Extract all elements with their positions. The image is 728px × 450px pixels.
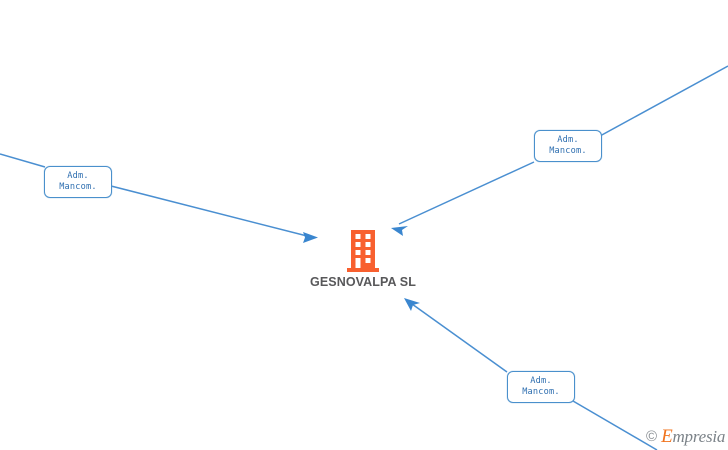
admin-role-line1: Adm. [530,375,552,386]
brand-name: Empresia [661,427,725,446]
brand-rest: mpresia [672,427,726,446]
admin-node-bottom-right[interactable]: Adm. Mancom. [507,371,575,403]
edge-bottom-right-offscreen [572,400,658,450]
admin-role-line2: Mancom. [59,182,97,192]
copyright-icon: © [646,428,658,445]
admin-role-line2: Mancom. [522,387,560,397]
admin-node-top-right[interactable]: Adm. Mancom. [534,130,602,162]
admin-role-line1: Adm. [557,134,579,145]
arrowhead-left-to-center [303,232,318,243]
company-node-gesnovalpa[interactable]: GESNOVALPA SL [303,230,423,289]
edge-bottom-right-to-center [411,303,508,373]
edge-top-right-to-center [398,161,535,225]
brand-initial: E [661,426,673,447]
arrowhead-top-right-to-center [391,226,408,236]
admin-node-left[interactable]: Adm. Mancom. [44,166,112,198]
admin-role-line1: Adm. [67,170,89,181]
admin-role-line2: Mancom. [549,146,587,156]
company-label: GESNOVALPA SL [310,275,416,289]
edge-top-right-offscreen [599,65,728,137]
building-icon [347,230,379,272]
edge-left-to-center [110,185,312,238]
edge-left-offscreen [0,153,46,168]
arrowhead-bottom-right-to-center [404,298,420,311]
empresia-watermark: © Empresia [646,427,725,446]
